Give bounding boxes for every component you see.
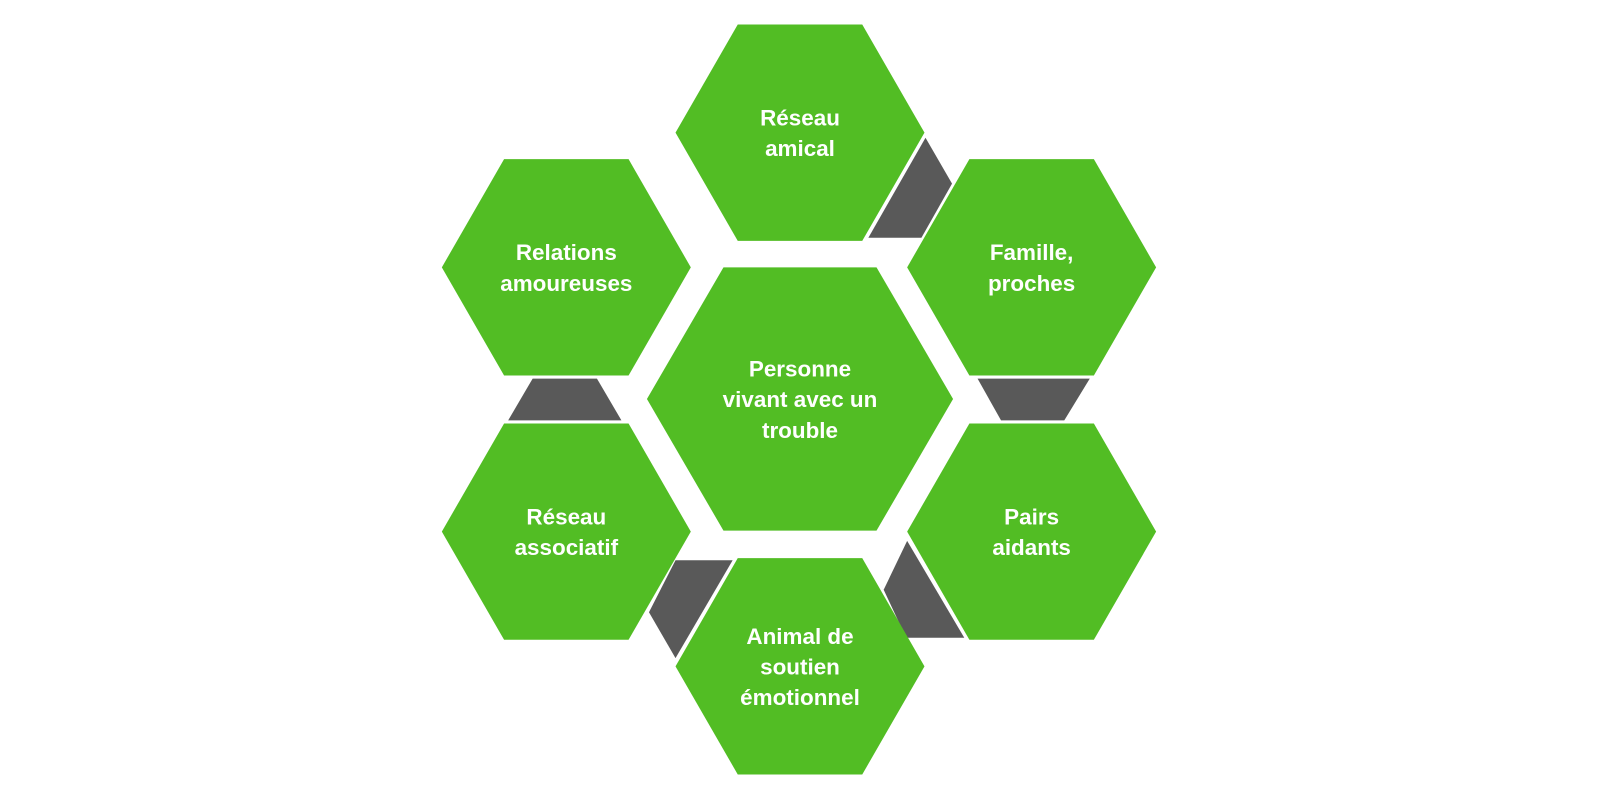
hexagon-label: Personne [749,357,851,382]
connector-relations-associatif [508,378,622,421]
center-hexagon: Personne vivant avec un trouble [646,267,954,531]
hexagon-shape [907,159,1157,376]
hexagon-label: aidants [992,535,1071,560]
hexagon-label: Animal de [746,624,853,649]
hexagon-label: Pairs [1004,504,1059,529]
hexagon-label: Réseau [760,106,840,131]
hexagon-shape [646,267,954,531]
hexagon-relations-amoureuses: Relations amoureuses [441,159,691,376]
hexagon-reseau-associatif: Réseau associatif [441,423,691,640]
hexagon-label: amoureuses [500,271,632,296]
connectors [508,137,1090,659]
connector-animal-pairs [883,540,965,638]
hexagon-label: soutien [760,654,840,679]
hexagon-famille-proches: Famille, proches [907,159,1157,376]
hexagon-label: vivant avec un [723,387,878,412]
hexagon-pairs-aidants: Pairs aidants [907,423,1157,640]
hexagon-label: proches [988,271,1075,296]
hexagon-reseau-amical: Réseau amical [675,24,925,241]
hexagon-label: trouble [762,418,838,443]
connector-famille-pairs [977,378,1090,421]
hexagon-label: émotionnel [740,685,860,710]
hexagon-shape [907,423,1157,640]
hexagon-label: amical [765,136,835,161]
hexagon-shape [675,24,925,241]
hexagon-shape [441,423,691,640]
connector-associatif-animal [648,560,733,659]
hexagon-shape [675,558,925,775]
hexagon-label: associatif [515,535,619,560]
connector-amical-famille [868,137,953,238]
hexagon-label: Relations [516,240,617,265]
hexagon-animal-soutien: Animal de soutien émotionnel [675,558,925,775]
hexagon-shape [441,159,691,376]
hexagon-label: Réseau [526,504,606,529]
hexagon-label: Famille, [990,240,1074,265]
